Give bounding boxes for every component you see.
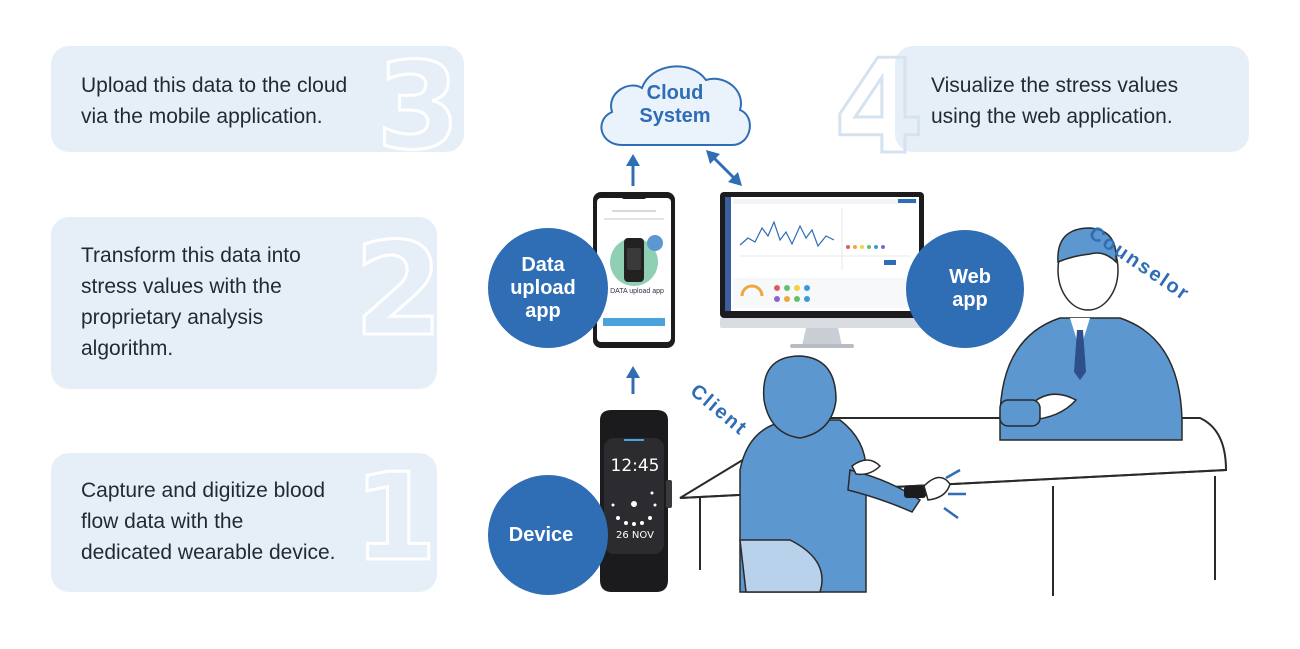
- arrow-device-to-phone: [626, 366, 640, 394]
- monitor-device: [720, 192, 924, 348]
- step-card-2: 2 Transform this data into stress values…: [51, 217, 437, 389]
- node-label: Web app: [949, 266, 991, 311]
- step-text: Visualize the stress values using the we…: [931, 74, 1179, 128]
- phone-device: [593, 192, 675, 348]
- step-number: 3: [375, 46, 461, 152]
- step-number: 1: [352, 453, 437, 588]
- wearable-device: [600, 410, 672, 592]
- node-label: Data upload app: [510, 253, 576, 322]
- step-text: Transform this data into stress values w…: [81, 244, 301, 360]
- cloud-icon: [600, 65, 751, 146]
- arrow-upload-to-cloud: [626, 154, 640, 186]
- node-label: Device: [508, 523, 574, 546]
- step-card-4: 4 Visualize the stress values using the …: [832, 41, 1249, 174]
- step-text: Upload this data to the cloud via the mo…: [81, 74, 348, 128]
- device-node: Device: [488, 475, 608, 595]
- client-figure: [739, 355, 966, 593]
- step-number: 4: [832, 31, 925, 183]
- watch-date: 26 NOV: [616, 530, 654, 541]
- monitor-legend-dots: [846, 245, 885, 249]
- phone-caption: DATA upload app: [610, 288, 664, 295]
- watch-time: 12:45: [610, 456, 660, 476]
- step-number: 2: [352, 217, 437, 365]
- step-card-3: 3 Upload this data to the cloud via the …: [51, 46, 464, 152]
- step-card-background: [895, 46, 1249, 152]
- data-upload-app-node: Data upload app: [488, 228, 608, 348]
- cloud-system-label: Cloud System: [639, 82, 711, 127]
- counselor-figure: [999, 227, 1183, 441]
- arrow-cloud-web-bidirectional: [706, 150, 742, 186]
- step-card-1: 1 Capture and digitize blood flow data w…: [51, 453, 437, 592]
- step-text: Capture and digitize blood flow data wit…: [81, 479, 336, 564]
- monitor-status-dots: [774, 285, 810, 302]
- web-app-node: Web app: [906, 230, 1024, 348]
